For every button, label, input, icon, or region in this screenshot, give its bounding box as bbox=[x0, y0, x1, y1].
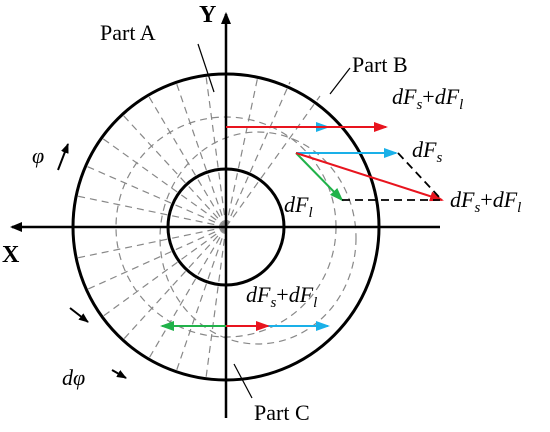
force-label-sum-right: dFs+dFl bbox=[450, 187, 521, 216]
dashed-offset-circle bbox=[159, 131, 357, 345]
parallelogram-dash-vertical bbox=[397, 152, 441, 199]
part-c-leader bbox=[233, 363, 253, 399]
force-label-sum-top: dFs+dFl bbox=[392, 84, 463, 113]
dashed-radial-lines-right bbox=[225, 75, 321, 228]
dphi-label: dφ bbox=[62, 365, 85, 390]
axis-y-label: Y bbox=[199, 2, 216, 28]
angle-marker-icon-lower bbox=[111, 369, 127, 379]
green-force-arrow bbox=[295, 152, 344, 202]
force-label-sum-bottom: dFs+dFl bbox=[246, 282, 317, 311]
part-b-leader bbox=[329, 67, 351, 95]
force-label-s: dFs bbox=[412, 137, 442, 166]
angle-marker-icon bbox=[69, 307, 89, 323]
red-resultant-arrow bbox=[295, 152, 444, 202]
part-c-label: Part C bbox=[254, 400, 310, 425]
part-b-label: Part B bbox=[352, 52, 408, 77]
rotation-arrow-icon bbox=[57, 143, 69, 171]
phi-label: φ bbox=[32, 143, 44, 168]
part-a-leader bbox=[197, 43, 215, 93]
axis-x-label: X bbox=[2, 242, 20, 268]
part-a-label: Part A bbox=[100, 20, 156, 45]
force-label-l: dFl bbox=[284, 192, 313, 221]
